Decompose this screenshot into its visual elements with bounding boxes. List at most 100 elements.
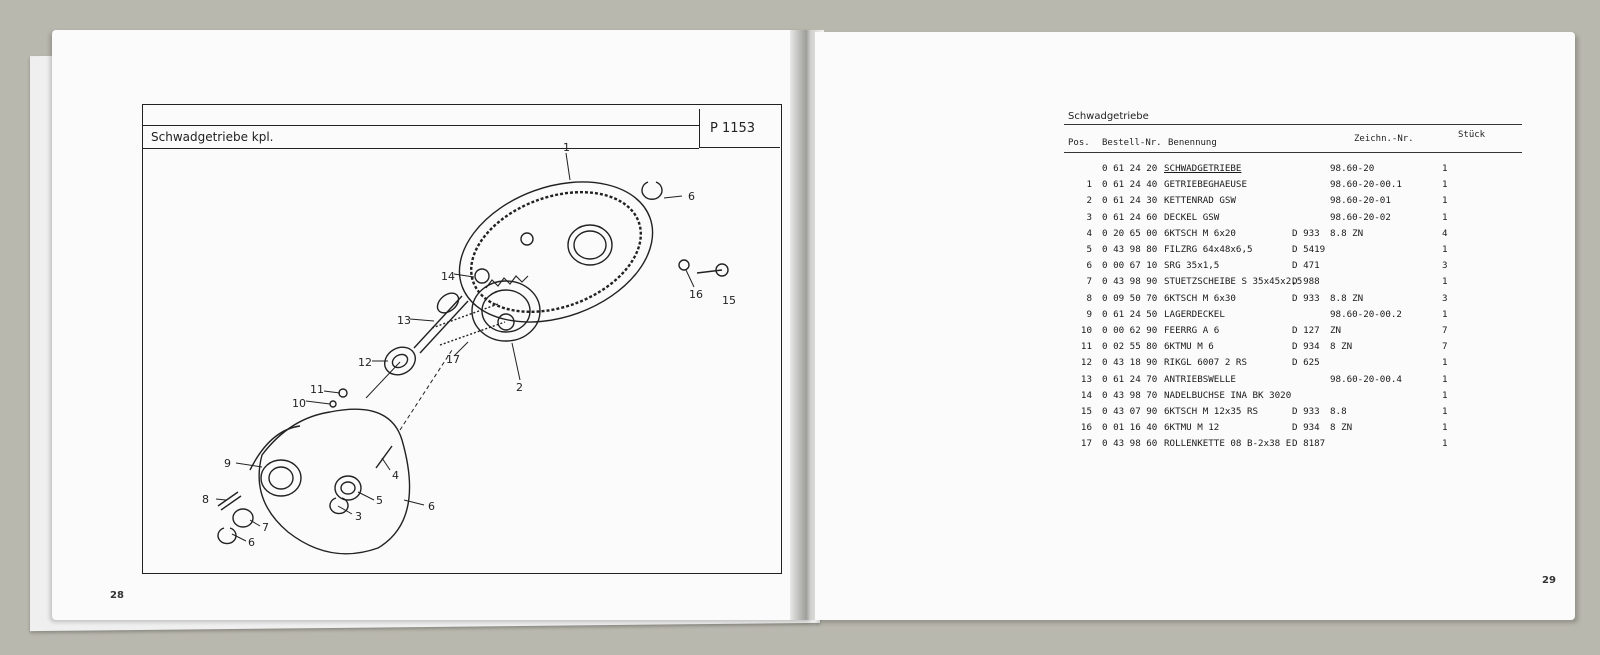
callout: 16 bbox=[689, 288, 703, 301]
row-qty: 3 bbox=[1442, 292, 1448, 304]
callout: 4 bbox=[392, 469, 399, 482]
row-norm: D 933 bbox=[1292, 227, 1320, 239]
row-drawing-no: ZN bbox=[1330, 325, 1342, 336]
diagram-title-bar: Schwadgetriebe kpl. bbox=[143, 125, 699, 149]
row-name: 6KTMU M 12 bbox=[1164, 422, 1220, 434]
callout: 1 bbox=[563, 141, 570, 154]
row-qty: 1 bbox=[1442, 163, 1448, 174]
callout: 6 bbox=[428, 500, 435, 513]
row-order-no: 0 43 98 90 bbox=[1102, 276, 1158, 288]
row-norm: D 934 bbox=[1292, 341, 1320, 353]
gearbox-housing-shape bbox=[458, 181, 654, 323]
col-header-pos: Pos. bbox=[1068, 138, 1090, 148]
row-norm: D 933 bbox=[1292, 406, 1320, 417]
row-name: KETTENRAD GSW bbox=[1164, 195, 1236, 207]
row-name: 6KTMU M 6 bbox=[1164, 341, 1214, 353]
callout: 14 bbox=[441, 270, 455, 283]
callout: 6 bbox=[248, 536, 255, 549]
row-norm: D 5419 bbox=[1292, 244, 1326, 255]
col-header-qty: Stück bbox=[1458, 130, 1486, 140]
row-qty: 1 bbox=[1442, 357, 1448, 369]
row-qty: 1 bbox=[1442, 195, 1448, 207]
callout: 5 bbox=[376, 494, 383, 507]
callout: 10 bbox=[292, 397, 306, 410]
row-order-no: 0 01 16 40 bbox=[1102, 422, 1158, 434]
row-qty: 1 bbox=[1442, 406, 1448, 417]
row-order-no: 0 00 62 90 bbox=[1102, 325, 1158, 336]
row-pos: 15 bbox=[1080, 406, 1092, 417]
row-name: GETRIEBEGHAEUSE bbox=[1164, 179, 1247, 191]
row-drawing-no: 8.8 ZN bbox=[1330, 292, 1364, 304]
row-name: LAGERDECKEL bbox=[1164, 308, 1225, 320]
right-page-number: 29 bbox=[1542, 575, 1556, 586]
row-name: RIKGL 6007 2 RS bbox=[1164, 357, 1247, 369]
callout: 6 bbox=[688, 190, 695, 203]
row-drawing-no: 8 ZN bbox=[1330, 422, 1353, 434]
row-qty: 3 bbox=[1442, 260, 1448, 272]
row-drawing-no: 98.60-20-00.1 bbox=[1330, 179, 1402, 191]
row-pos: 14 bbox=[1080, 389, 1092, 401]
row-order-no: 0 61 24 40 bbox=[1102, 179, 1158, 191]
row-name: 6KTSCH M 6x30 bbox=[1164, 292, 1236, 304]
row-qty: 1 bbox=[1442, 179, 1448, 191]
row-norm: D 933 bbox=[1292, 292, 1320, 304]
row-order-no: 0 61 24 50 bbox=[1102, 308, 1158, 320]
row-drawing-no: 8.8 ZN bbox=[1330, 227, 1364, 239]
cover-plate-shape bbox=[258, 408, 411, 555]
callout: 2 bbox=[516, 381, 523, 394]
row-order-no: 0 43 98 70 bbox=[1102, 389, 1158, 401]
row-name: SCHWADGETRIEBE bbox=[1164, 163, 1242, 174]
housing-bore-shape bbox=[567, 224, 613, 266]
row-qty: 4 bbox=[1442, 227, 1448, 239]
row-norm: D 988 bbox=[1292, 276, 1320, 288]
row-norm: D 625 bbox=[1292, 357, 1320, 369]
row-pos: 1 bbox=[1086, 179, 1092, 191]
row-norm: D 471 bbox=[1292, 260, 1320, 272]
row-pos: 9 bbox=[1086, 308, 1092, 320]
col-header-name: Benennung bbox=[1168, 138, 1217, 148]
row-qty: 1 bbox=[1442, 438, 1448, 450]
row-qty: 1 bbox=[1442, 389, 1448, 401]
sprocket-shape bbox=[471, 280, 541, 342]
row-qty: 1 bbox=[1442, 308, 1448, 320]
row-name: 6KTSCH M 12x35 RS bbox=[1164, 406, 1259, 417]
row-norm: D 934 bbox=[1292, 422, 1320, 434]
row-order-no: 0 43 98 60 bbox=[1102, 438, 1158, 450]
col-header-drawing-no: Zeichn.-Nr. bbox=[1354, 134, 1414, 144]
row-name: FEERRG A 6 bbox=[1164, 325, 1220, 336]
row-name: ANTRIEBSWELLE bbox=[1164, 373, 1236, 385]
header-rule bbox=[1064, 152, 1522, 153]
row-pos: 13 bbox=[1080, 373, 1092, 385]
row-order-no: 0 61 24 60 bbox=[1102, 211, 1158, 223]
row-qty: 1 bbox=[1442, 244, 1448, 255]
callout: 12 bbox=[358, 356, 372, 369]
row-drawing-no: 8 ZN bbox=[1330, 341, 1353, 353]
row-name: STUETZSCHEIBE S 35x45x2,5 bbox=[1164, 276, 1303, 288]
row-order-no: 0 43 07 90 bbox=[1102, 406, 1158, 417]
row-pos: 10 bbox=[1080, 325, 1092, 336]
row-order-no: 0 20 65 00 bbox=[1102, 227, 1158, 239]
callout: 7 bbox=[262, 521, 269, 534]
title-rule bbox=[1064, 124, 1522, 125]
row-qty: 1 bbox=[1442, 373, 1448, 385]
row-pos: 2 bbox=[1086, 195, 1092, 207]
row-pos: 11 bbox=[1080, 341, 1092, 353]
row-order-no: 0 00 67 10 bbox=[1102, 260, 1158, 272]
row-order-no: 0 61 24 30 bbox=[1102, 195, 1158, 207]
row-qty: 1 bbox=[1442, 422, 1448, 434]
callout: 8 bbox=[202, 493, 209, 506]
left-page bbox=[52, 30, 812, 620]
